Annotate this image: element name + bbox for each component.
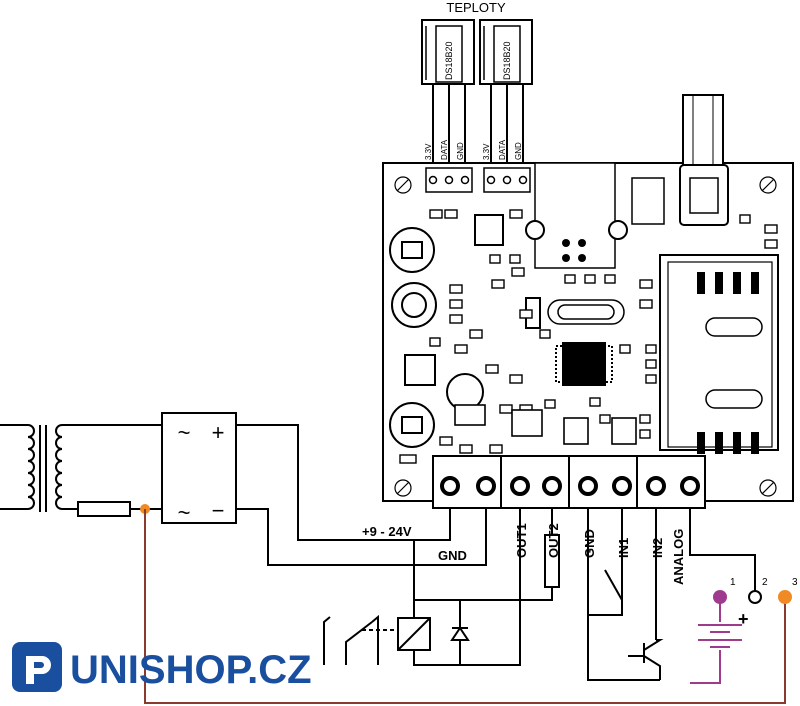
rectifier-plus: + [212,420,225,445]
rectifier: ~ ~ + − [161,412,237,525]
transformer [0,424,162,517]
battery-plus: + [738,609,749,629]
power-wiring [236,424,756,681]
sensor-2-pin-3v3: 3.3V [482,143,491,160]
label-out2: OUT2 [546,523,561,558]
title-teploty: TEPLOTY [446,0,506,15]
sensor-2: DS18B20 3.3V DATA GND [479,19,533,178]
analog-point-3: 3 [792,577,798,588]
battery [690,600,742,684]
rectifier-ac2: ~ [178,500,191,525]
brown-wire [144,509,786,704]
label-power: +9 - 24V [362,524,412,539]
label-in1: IN1 [616,538,631,558]
analog-point-2: 2 [762,577,768,588]
sensor-1-pin-gnd: GND [456,142,465,160]
analog-point-3-dot [778,590,792,604]
rectifier-minus: − [212,498,225,523]
sensor-1-pin-3v3: 3.3V [424,143,433,160]
analog-point-1-dot [713,590,727,604]
label-analog: ANALOG [671,529,686,585]
sensor-1-pin-data: DATA [440,139,449,160]
label-gnd2: GND [582,529,597,558]
sensor-2-pin-gnd: GND [514,142,523,160]
sensor-1: DS18B20 3.3V DATA GND [421,19,475,178]
sensor-1-model: DS18B20 [444,41,454,80]
label-gnd: GND [438,548,467,563]
label-out1: OUT1 [514,523,529,558]
sensor-2-pin-data: DATA [498,139,507,160]
label-in2: IN2 [650,538,665,558]
unishop-logo: UNISHOP.CZ [12,642,312,692]
rectifier-ac1: ~ [178,420,191,445]
pcb-board [382,94,794,509]
logo-text: UNISHOP.CZ [70,648,312,692]
logo-mark [12,642,62,692]
analog-point-1: 1 [730,577,736,588]
sensor-2-model: DS18B20 [502,41,512,80]
